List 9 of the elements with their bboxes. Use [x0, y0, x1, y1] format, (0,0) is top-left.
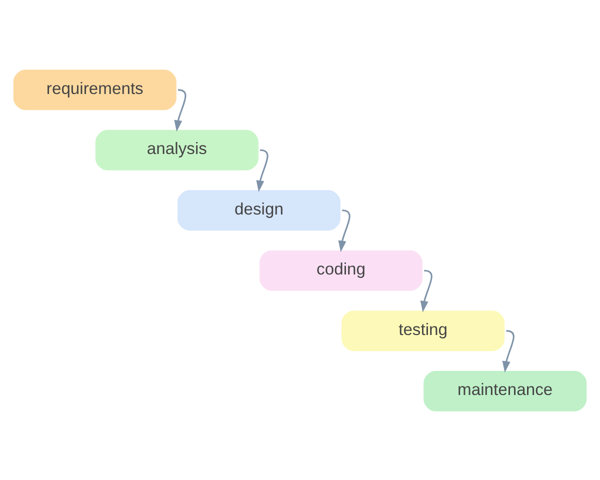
node-box: design	[176, 188, 342, 232]
node-box: requirements	[12, 68, 178, 111]
node-box: maintenance	[422, 369, 588, 412]
node-box: coding	[258, 248, 424, 292]
arrow	[256, 148, 268, 192]
arrow	[174, 88, 186, 132]
node-box: analysis	[94, 128, 260, 171]
node-box: testing	[340, 309, 506, 352]
arrow	[420, 269, 432, 312]
